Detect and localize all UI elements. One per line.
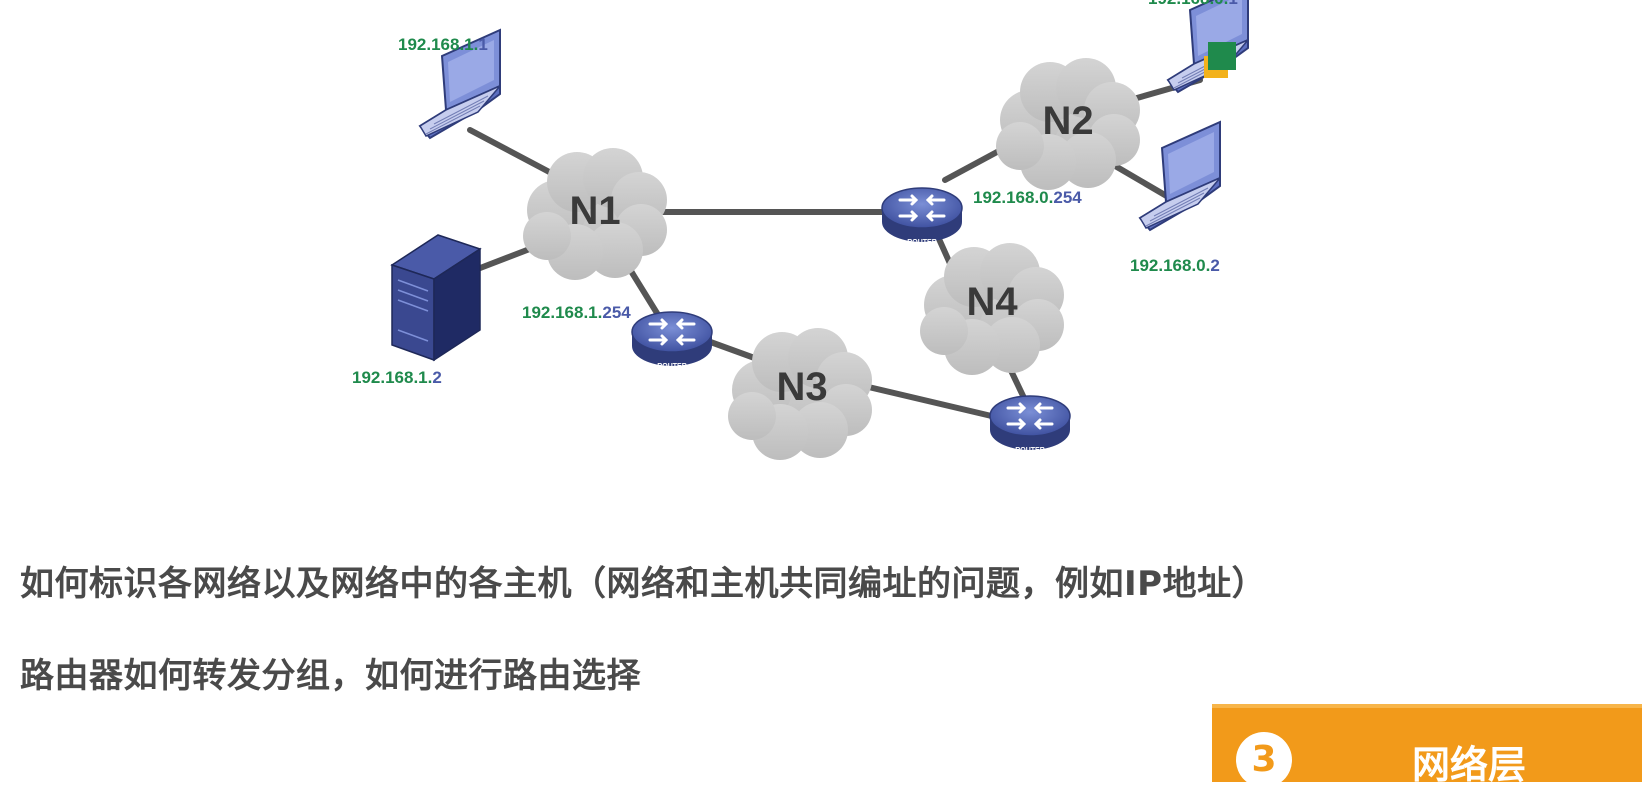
router-icon-3: ROUTER	[988, 394, 1072, 454]
ip-host-a: 192.168.1.1	[398, 35, 488, 54]
network-diagram: N1 N2 N3 N4 ROUTER	[352, 0, 1249, 460]
link-n3-router3	[857, 382, 1003, 421]
green-marker-icon	[1208, 42, 1236, 70]
cloud-n4-label: N4	[966, 280, 1018, 324]
laptop-icon-host-c	[1139, 121, 1221, 231]
ip-host-c: 192.168.0.2	[1130, 256, 1220, 275]
router-3-label: ROUTER	[1015, 447, 1045, 454]
link-host-a-n1	[467, 127, 558, 178]
router-2-label: ROUTER	[907, 239, 937, 246]
ip-server: 192.168.1.2	[352, 368, 442, 387]
section-tab-border	[1212, 704, 1642, 782]
cloud-n3: N3	[728, 328, 872, 460]
section-tab: 3 网络层	[1212, 704, 1642, 788]
ip-host-b: 192.168.0.1	[1148, 0, 1238, 8]
ip-router-2: 192.168.0.254	[973, 188, 1082, 207]
server-icon	[390, 234, 482, 362]
router-icon-2: ROUTER	[880, 186, 964, 246]
question-addressing: 如何标识各网络以及网络中的各主机（网络和主机共同编址的问题，例如IP地址）	[20, 564, 1267, 604]
cloud-n1: N1	[523, 148, 667, 280]
cloud-n3-label: N3	[776, 365, 827, 409]
cloud-n2-label: N2	[1042, 99, 1093, 143]
question-routing: 路由器如何转发分组，如何进行路由选择	[20, 656, 641, 696]
cloud-n4: N4	[920, 243, 1064, 375]
link-router1-n3	[702, 337, 763, 363]
link-n2-host-c	[1102, 157, 1173, 201]
section-number-badge: 3	[1236, 732, 1292, 788]
cloud-n1-label: N1	[569, 189, 620, 233]
router-icon-1: ROUTER	[630, 310, 714, 370]
laptop-icon-host-b	[1167, 0, 1249, 93]
section-title: 网络层	[1412, 743, 1527, 787]
cloud-n2: N2	[996, 58, 1140, 190]
ip-router-1: 192.168.1.254	[522, 303, 631, 322]
router-1-label: ROUTER	[657, 363, 687, 370]
